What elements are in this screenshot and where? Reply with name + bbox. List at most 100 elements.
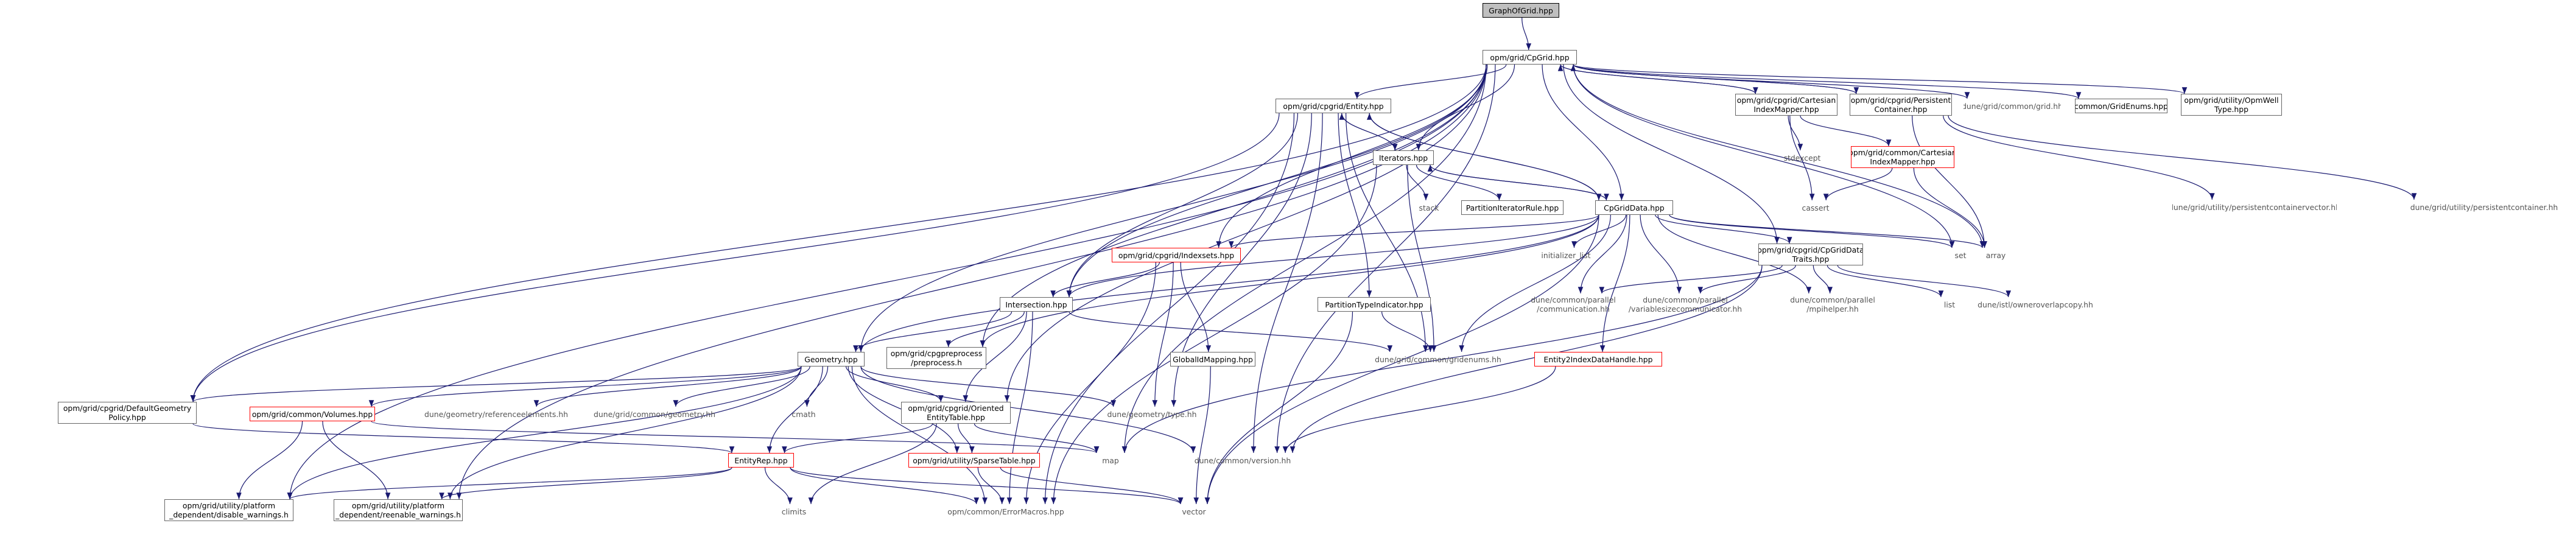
graph-node-label: dune/common/version.hh [1194,455,1291,465]
graph-node-parttypeind[interactable]: PartitionTypeIndicator.hpp [1318,297,1431,312]
graph-node-intersection[interactable]: Intersection.hpp [1000,297,1073,312]
graph-node-stdexcept: stdexcept [1778,150,1827,165]
edge-cpgrid-to-geometry [858,64,1487,352]
graph-node-label: opm/grid/cpgrid/Indexsets.hpp [1118,250,1235,260]
edge-iterators-to-entity [1339,113,1395,151]
graph-node-globalid[interactable]: GlobalIdMapping.hpp [1170,352,1255,366]
graph-node-cmncartmapper[interactable]: opm/grid/common/Cartesian IndexMapper.hp… [1851,146,1954,168]
edge-intersection-to-duneenums [1069,311,1392,352]
edge-cpgrid-to-opmwelltype [1573,64,2187,94]
graph-node-entityrep[interactable]: EntityRep.hpp [728,453,794,468]
graph-node-label: cassert [1802,203,1830,212]
edge-orientedtable-to-climits [808,423,937,505]
edge-parttypeind-to-vector [1204,311,1353,505]
edge-cpgrid-to-disablewarnings [287,64,1487,500]
edge-geometry-to-disablewarnings [287,366,802,500]
edge-cpgriddata-to-vector [1204,214,1599,505]
edge-geometry-to-reenablewarnings [447,366,802,500]
edge-cpgriddata-to-varsizecomm [1640,214,1682,294]
graph-node-reenablewarnings[interactable]: opm/grid/utility/platform _dependent/ree… [334,499,463,521]
edge-cpgriddata-to-entity2index [1599,214,1630,352]
edge-cpgriddata-to-datatraits [1655,214,1792,244]
graph-node-orientedtable[interactable]: opm/grid/cpgrid/Oriented EntityTable.hpp [901,402,1011,424]
graph-node-vector: vector [1177,504,1211,519]
graph-node-gridenums[interactable]: common/GridEnums.hpp [2075,99,2167,113]
graph-node-label: opm/grid/utility/SparseTable.hpp [913,455,1036,465]
edge-cpgriddata-to-parallelcomm [1578,214,1627,294]
graph-node-partiter[interactable]: PartitionIteratorRule.hpp [1461,200,1563,215]
graph-node-cartmapper[interactable]: opm/grid/cpgrid/Cartesian IndexMapper.hp… [1735,94,1837,116]
graph-node-indexsets[interactable]: opm/grid/cpgrid/Indexsets.hpp [1112,248,1241,262]
edge-cpgriddata-to-preprocess [980,214,1599,348]
edge-entity-to-defaultgeom [190,113,1280,402]
edge-cpgrid-to-gridenums [1573,64,2081,99]
edge-orientedtable-to-map [974,423,1100,454]
graph-node-label: dune/istl/owneroverlapcopy.hh [1978,300,2093,309]
edge-geometry-to-defaultgeom [191,366,802,402]
edge-datatraits-to-version [1290,265,1763,454]
edge-datatraits-to-map [1121,265,1763,454]
edge-cpgriddata-to-geometry [858,214,1599,352]
edge-sparsetable-to-errormacros [977,467,1005,505]
graph-node-opmwelltype[interactable]: opm/grid/utility/OpmWell Type.hpp [2181,94,2282,116]
edge-geometry-to-entityrep [767,366,823,454]
edge-volumes-to-disablewarnings [236,421,303,500]
graph-node-label: vector [1182,507,1206,516]
graph-node-graphofgrid[interactable]: GraphOfGrid.hpp [1483,3,1559,18]
edge-volumes-to-map [371,421,1099,454]
graph-node-label: opm/grid/common/Volumes.hpp [251,409,373,419]
edge-intersection-to-errormacros [1006,311,1033,505]
graph-node-entity[interactable]: opm/grid/cpgrid/Entity.hpp [1276,99,1391,113]
graph-node-label: opm/grid/CpGrid.hpp [1490,52,1570,62]
edge-orientedtable-to-sparsetable [958,423,975,454]
graph-node-label: Iterators.hpp [1378,153,1428,163]
graph-node-stack: stack [1409,200,1448,215]
edge-cmncartmapper-to-cassert [1823,167,1893,201]
edge-datatraits-to-parallelcomm [1599,265,1783,294]
graph-node-label: opm/grid/utility/OpmWell Type.hpp [2184,96,2279,114]
graph-node-label: GraphOfGrid.hpp [1489,5,1553,15]
edge-entityrep-to-disablewarnings [287,467,732,500]
edge-entityrep-to-errormacros [790,467,979,505]
edge-datatraits-to-owneroverlap [1837,265,2011,298]
edge-cpgrid-to-set [1573,64,1955,248]
graph-node-iterators[interactable]: Iterators.hpp [1373,150,1434,165]
graph-node-cpgrid[interactable]: opm/grid/CpGrid.hpp [1483,50,1577,65]
graph-node-datatraits[interactable]: opm/grid/cpgrid/CpGridData Traits.hpp [1758,244,1863,265]
graph-node-label: CpGridData.hpp [1604,203,1665,212]
graph-node-label: dune/common/parallel /variablesizecommun… [1628,295,1742,314]
edge-cpgrid-to-entity [1354,64,1507,99]
edge-cartmapper-to-cassert [1789,115,1815,201]
graph-node-geomtype: dune/geometry/type.hh [1102,407,1202,421]
edge-globalid-to-vector [1193,366,1211,505]
edge-persistent-to-pcvector [1943,115,2215,200]
edge-cpgriddata-to-iterators [1427,164,1607,201]
graph-node-label: PartitionTypeIndicator.hpp [1325,300,1423,309]
graph-node-label: opm/grid/cpgpreprocess /preprocess.h [890,349,983,367]
edge-cpgrid-to-cpgriddata [1542,64,1624,201]
graph-node-preprocess[interactable]: opm/grid/cpgpreprocess /preprocess.h [886,347,986,369]
edge-cpgrid-to-datatraits [1563,64,1780,244]
edge-intersection-to-preprocess [946,311,1025,348]
graph-node-map: map [1093,453,1128,468]
graph-node-cpgriddata[interactable]: CpGridData.hpp [1595,200,1673,215]
edge-persistent-to-cpgrid [1570,64,1857,94]
graph-node-geometry[interactable]: Geometry.hpp [798,352,865,366]
edge-graphofgrid-to-cpgrid [1521,17,1532,51]
graph-node-sparsetable[interactable]: opm/grid/utility/SparseTable.hpp [908,453,1040,468]
graph-node-label: dune/grid/common/grid.hh [1964,101,2061,111]
edge-cpgrid-to-version [1274,64,1496,454]
graph-node-volumes[interactable]: opm/grid/common/Volumes.hpp [250,407,375,421]
graph-node-label: dune/common/parallel /communication.hh [1531,295,1616,314]
graph-node-defaultgeom[interactable]: opm/grid/cpgrid/DefaultGeometry Policy.h… [58,402,197,424]
graph-node-label: map [1102,455,1119,465]
edge-sparsetable-to-vector [1000,467,1184,505]
graph-node-disablewarnings[interactable]: opm/grid/utility/platform _dependent/dis… [164,499,293,521]
graph-node-persistent[interactable]: opm/grid/cpgrid/Persistent Container.hpp [1850,94,1952,116]
graph-node-label: Geometry.hpp [804,354,858,364]
edge-cpgriddata-to-array [1669,214,1985,248]
edge-entityrep-to-reenablewarnings [439,467,732,500]
graph-node-entity2index[interactable]: Entity2IndexDataHandle.hpp [1534,352,1662,366]
edge-entityrep-to-vector [790,467,1184,505]
